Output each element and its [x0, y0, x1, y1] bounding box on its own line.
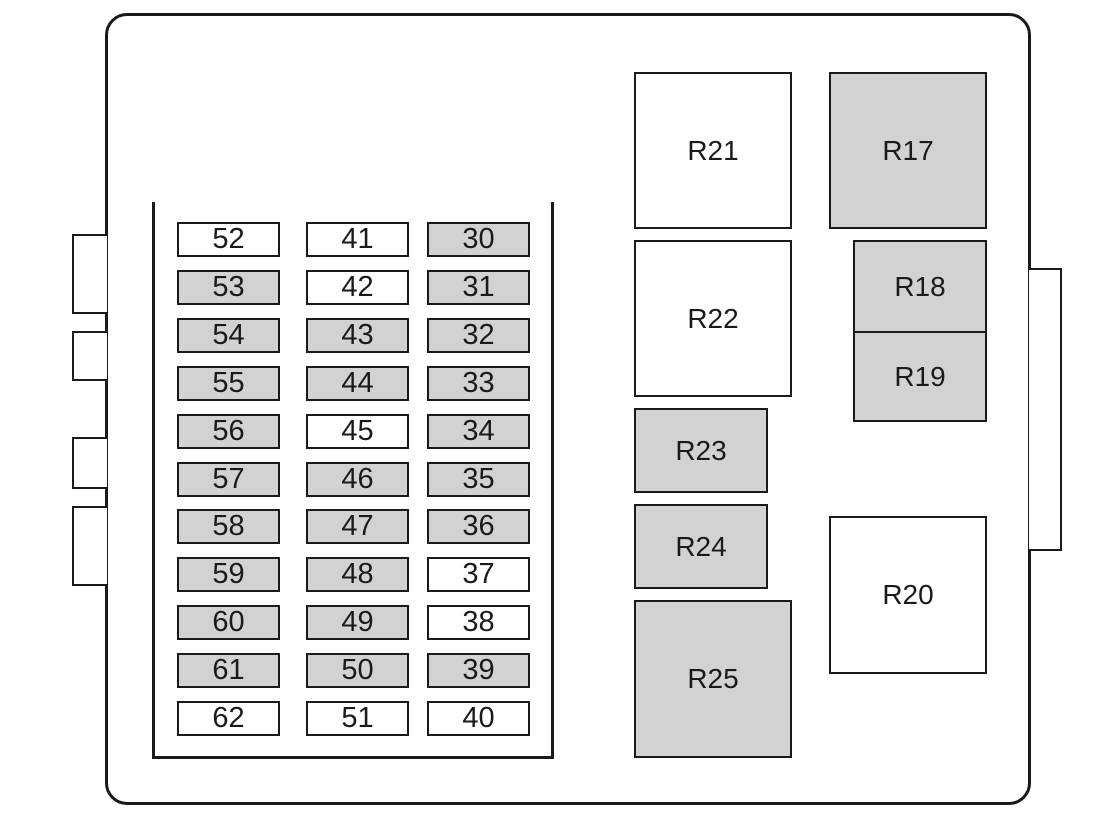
- left-connector-tab-3: [72, 437, 107, 489]
- left-connector-tab-4: [72, 506, 107, 586]
- left-connector-tab-2: [72, 331, 107, 381]
- fuse-52[interactable]: 52: [177, 222, 280, 257]
- relay-r23[interactable]: R23: [634, 408, 768, 493]
- fuse-50[interactable]: 50: [306, 653, 409, 688]
- fuse-45[interactable]: 45: [306, 414, 409, 449]
- fuse-60[interactable]: 60: [177, 605, 280, 640]
- relay-r22[interactable]: R22: [634, 240, 792, 397]
- relay-label: R22: [687, 302, 739, 334]
- fuse-bay-floor: [152, 756, 554, 759]
- fuse-54[interactable]: 54: [177, 318, 280, 353]
- fuse-38[interactable]: 38: [427, 605, 530, 640]
- fuse-61[interactable]: 61: [177, 653, 280, 688]
- fuse-55[interactable]: 55: [177, 366, 280, 401]
- relay-r17[interactable]: R17: [829, 72, 987, 229]
- fuse-58[interactable]: 58: [177, 509, 280, 544]
- relay-r20[interactable]: R20: [829, 516, 987, 674]
- fuse-57[interactable]: 57: [177, 462, 280, 497]
- fuse-59[interactable]: 59: [177, 557, 280, 592]
- relay-label: R19: [894, 360, 946, 392]
- relay-r24[interactable]: R24: [634, 504, 768, 589]
- fuse-35[interactable]: 35: [427, 462, 530, 497]
- relay-label: R18: [894, 270, 946, 302]
- fuse-41[interactable]: 41: [306, 222, 409, 257]
- fuse-33[interactable]: 33: [427, 366, 530, 401]
- fuse-56[interactable]: 56: [177, 414, 280, 449]
- fuse-30[interactable]: 30: [427, 222, 530, 257]
- relay-label: R20: [882, 579, 934, 610]
- relay-label: R24: [675, 530, 727, 562]
- relay-r18[interactable]: R18: [853, 240, 987, 333]
- fuse-44[interactable]: 44: [306, 366, 409, 401]
- fuse-bay-left-wall: [152, 202, 155, 759]
- relay-label: R17: [882, 134, 934, 166]
- fuse-62[interactable]: 62: [177, 701, 280, 736]
- fuse-53[interactable]: 53: [177, 270, 280, 305]
- relay-label: R25: [687, 663, 739, 694]
- relay-r19[interactable]: R19: [853, 331, 987, 422]
- relay-label: R21: [687, 134, 739, 166]
- fuse-39[interactable]: 39: [427, 653, 530, 688]
- fuse-32[interactable]: 32: [427, 318, 530, 353]
- left-connector-tab-1: [72, 234, 107, 314]
- fuse-34[interactable]: 34: [427, 414, 530, 449]
- fuse-42[interactable]: 42: [306, 270, 409, 305]
- fuse-48[interactable]: 48: [306, 557, 409, 592]
- fuse-40[interactable]: 40: [427, 701, 530, 736]
- fuse-46[interactable]: 46: [306, 462, 409, 497]
- fuse-31[interactable]: 31: [427, 270, 530, 305]
- fuse-37[interactable]: 37: [427, 557, 530, 592]
- fuse-49[interactable]: 49: [306, 605, 409, 640]
- fuse-43[interactable]: 43: [306, 318, 409, 353]
- relay-label: R23: [675, 434, 727, 466]
- right-connector-tab: [1029, 268, 1062, 551]
- fuse-51[interactable]: 51: [306, 701, 409, 736]
- fuse-47[interactable]: 47: [306, 509, 409, 544]
- relay-r25[interactable]: R25: [634, 600, 792, 758]
- fuse-36[interactable]: 36: [427, 509, 530, 544]
- fuse-bay-right-wall: [551, 202, 554, 759]
- relay-r21[interactable]: R21: [634, 72, 792, 229]
